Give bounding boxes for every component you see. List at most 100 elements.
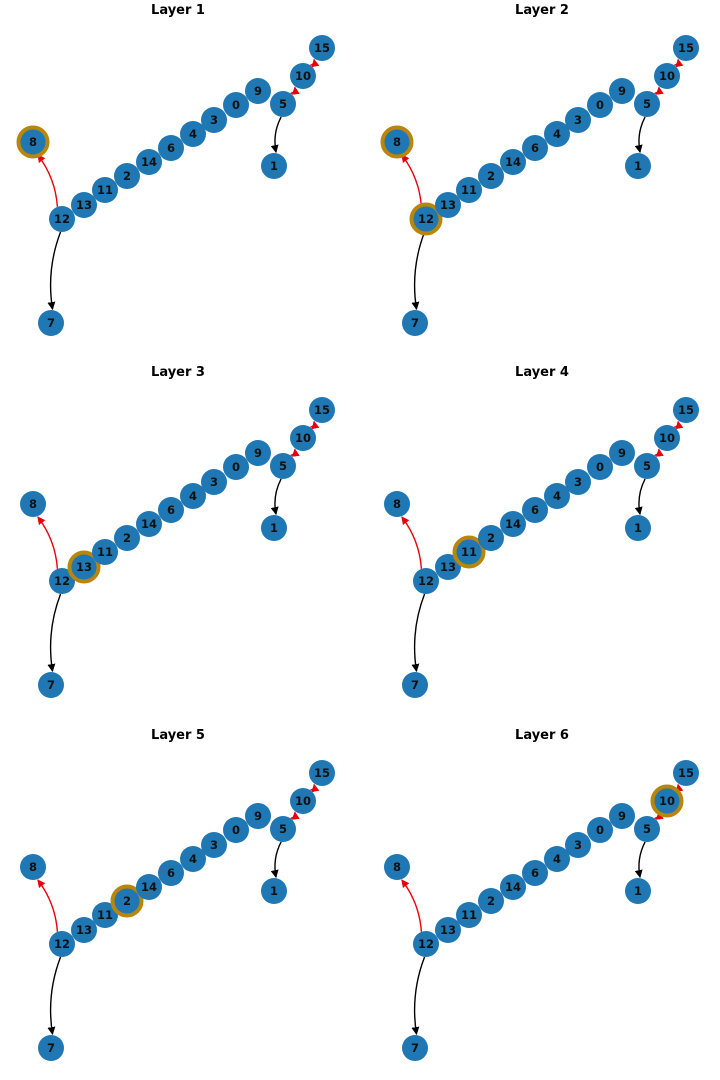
node-1: 1 [625, 515, 651, 541]
node-label: 0 [232, 460, 240, 474]
node-0: 0 [587, 817, 613, 843]
node-3: 3 [201, 469, 227, 495]
edge-12-to-7 [47, 956, 62, 1036]
node-circle [478, 163, 504, 189]
edge-10-to-15 [674, 420, 684, 430]
highlighted-node-circle [67, 550, 101, 584]
node-10: 10 [654, 425, 680, 451]
node-10: 10 [290, 788, 316, 814]
node-label: 8 [29, 860, 37, 874]
node-1: 1 [261, 153, 287, 179]
node-label: 1 [634, 159, 642, 173]
node-label: 11 [461, 908, 477, 922]
node-label: 7 [411, 316, 419, 330]
node-circle [223, 817, 249, 843]
node-label: 6 [167, 866, 175, 880]
node-14: 14 [136, 874, 162, 900]
edge-5-to-1 [270, 478, 282, 516]
node-label: 2 [487, 169, 495, 183]
node-3: 3 [565, 107, 591, 133]
node-circle [478, 888, 504, 914]
node-label: 4 [553, 489, 561, 503]
node-12: 12 [413, 568, 439, 594]
node-circle [223, 92, 249, 118]
node-label: 10 [659, 794, 675, 808]
node-1: 1 [261, 515, 287, 541]
node-7: 7 [402, 672, 428, 698]
node-label: 3 [210, 113, 218, 127]
node-circle [435, 554, 461, 580]
node-8: 8 [384, 491, 410, 517]
node-circle [435, 917, 461, 943]
node-circle [261, 515, 287, 541]
node-circle [38, 310, 64, 336]
highlighted-node-circle [110, 884, 144, 918]
node-circle [309, 397, 335, 423]
node-4: 4 [180, 121, 206, 147]
node-4: 4 [544, 483, 570, 509]
node-label: 2 [123, 531, 131, 545]
node-11: 11 [456, 902, 482, 928]
node-circle [180, 846, 206, 872]
node-label: 0 [596, 460, 604, 474]
node-label: 4 [553, 127, 561, 141]
node-label: 6 [531, 141, 539, 155]
node-11: 11 [92, 902, 118, 928]
edge-5-to-1 [634, 116, 646, 154]
node-0: 0 [587, 92, 613, 118]
node-circle [565, 107, 591, 133]
node-label: 1 [270, 884, 278, 898]
node-circle [625, 878, 651, 904]
node-circle [290, 425, 316, 451]
edge-5-to-1 [634, 478, 646, 516]
node-circle [38, 672, 64, 698]
node-label: 8 [393, 135, 401, 149]
node-label: 8 [29, 135, 37, 149]
node-label: 11 [97, 545, 113, 559]
node-circle [478, 525, 504, 551]
node-circle [456, 902, 482, 928]
node-label: 9 [254, 809, 262, 823]
node-2: 2 [110, 884, 144, 918]
node-circle [654, 63, 680, 89]
edge-5-to-10 [290, 448, 300, 457]
node-0: 0 [587, 454, 613, 480]
edge-12-to-8 [401, 154, 423, 207]
node-circle [92, 177, 118, 203]
node-label: 12 [54, 212, 70, 226]
node-8: 8 [380, 125, 414, 159]
node-circle [654, 425, 680, 451]
panel-title: Layer 4 [515, 365, 569, 380]
node-13: 13 [435, 192, 461, 218]
node-circle [49, 931, 75, 957]
edge-12-to-8 [401, 516, 423, 569]
edge-12-to-7 [411, 956, 426, 1036]
node-circle [158, 860, 184, 886]
edge-5-to-10 [290, 86, 300, 95]
node-circle [114, 163, 140, 189]
node-2: 2 [478, 888, 504, 914]
node-label: 7 [47, 1041, 55, 1055]
node-circle [290, 63, 316, 89]
node-2: 2 [114, 163, 140, 189]
node-11: 11 [452, 535, 486, 569]
node-label: 12 [54, 574, 70, 588]
node-12: 12 [409, 202, 443, 236]
node-label: 15 [678, 403, 694, 417]
highlighted-node-circle [409, 202, 443, 236]
node-label: 13 [76, 198, 92, 212]
node-circle [673, 760, 699, 786]
node-label: 10 [659, 69, 675, 83]
node-6: 6 [158, 497, 184, 523]
node-5: 5 [634, 453, 660, 479]
node-14: 14 [500, 511, 526, 537]
node-3: 3 [565, 469, 591, 495]
node-circle [20, 854, 46, 880]
node-circle [245, 803, 271, 829]
node-label: 2 [123, 169, 131, 183]
node-10: 10 [290, 425, 316, 451]
node-label: 10 [295, 431, 311, 445]
edge-12-to-8 [37, 879, 59, 932]
